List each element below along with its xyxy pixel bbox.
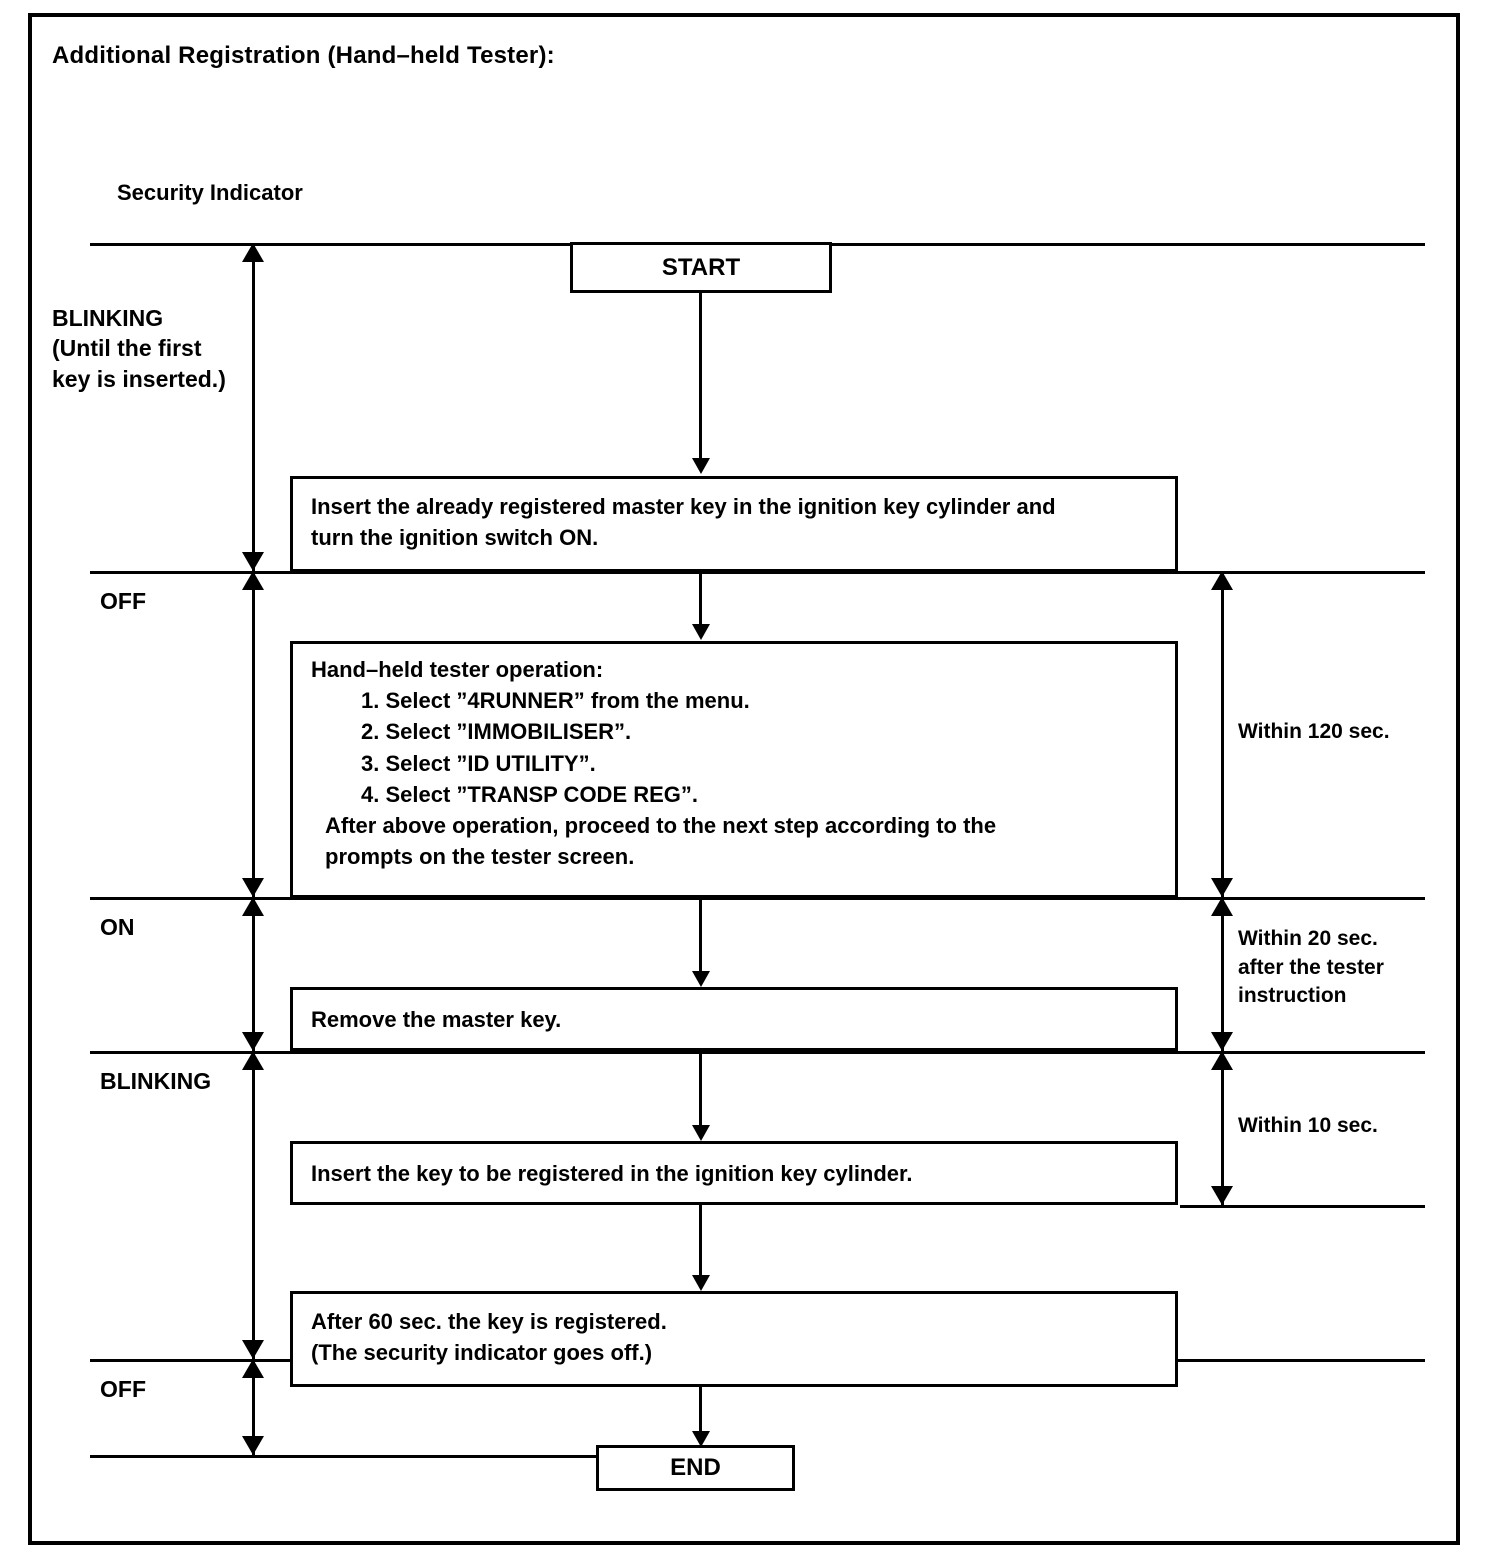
timing-axis-20sec bbox=[1221, 897, 1224, 1051]
timing-axis-10sec bbox=[1221, 1051, 1224, 1205]
state-line-on bbox=[90, 897, 1425, 900]
tester-step-4: 4. Select ”TRANSP CODE REG”. bbox=[361, 781, 699, 807]
connector-arrow-4 bbox=[692, 1125, 710, 1141]
timeline-arrow-down-1 bbox=[242, 552, 264, 571]
connector-arrow-6 bbox=[692, 1431, 710, 1447]
connector-remove-to-insert-new bbox=[699, 1051, 702, 1125]
timeline-arrow-up-4 bbox=[242, 1051, 264, 1070]
state-label-blinking-first-line2: (Until the first bbox=[52, 335, 202, 362]
step-insert-master-key[interactable]: Insert the already registered master key… bbox=[290, 476, 1178, 572]
timeline-segment-off1 bbox=[252, 571, 255, 897]
timeline-arrow-down-3 bbox=[242, 1032, 264, 1051]
step-insert-new-key[interactable]: Insert the key to be registered in the i… bbox=[290, 1141, 1178, 1205]
connector-insert-new-to-registered bbox=[699, 1205, 702, 1275]
timing-label-20sec-line2: after the tester bbox=[1238, 955, 1384, 979]
step-key-registered[interactable]: After 60 sec. the key is registered. (Th… bbox=[290, 1291, 1178, 1387]
page-border bbox=[28, 13, 1460, 1545]
start-node[interactable]: START bbox=[570, 242, 832, 293]
state-label-on: ON bbox=[100, 914, 135, 940]
tester-step-2: 2. Select ”IMMOBILISER”. bbox=[361, 719, 632, 745]
tester-tail-line1: After above operation, proceed to the ne… bbox=[325, 813, 997, 839]
timing-line-10sec-end bbox=[1180, 1205, 1425, 1208]
connector-start-to-insert-master bbox=[699, 292, 702, 458]
tester-heading: Hand–held tester operation: bbox=[311, 657, 604, 682]
connector-arrow-1 bbox=[692, 458, 710, 474]
timing-arrow-up-120 bbox=[1211, 571, 1233, 590]
timing-arrow-down-20 bbox=[1211, 1032, 1233, 1051]
step-insert-master-key-line2: turn the ignition switch ON. bbox=[311, 525, 599, 551]
connector-arrow-5 bbox=[692, 1275, 710, 1291]
tester-step-1: 1. Select ”4RUNNER” from the menu. bbox=[361, 688, 750, 714]
connector-registered-to-end bbox=[699, 1359, 702, 1431]
timeline-arrow-down-5 bbox=[242, 1436, 264, 1455]
timeline-arrow-up-2 bbox=[242, 571, 264, 590]
timeline-arrow-up-1 bbox=[242, 243, 264, 262]
timing-arrow-down-120 bbox=[1211, 878, 1233, 897]
state-line-off1 bbox=[90, 571, 1425, 574]
timing-label-10sec: Within 10 sec. bbox=[1238, 1114, 1378, 1137]
step-key-registered-line2: (The security indicator goes off.) bbox=[311, 1340, 653, 1366]
timing-arrow-up-10 bbox=[1211, 1051, 1233, 1070]
end-node[interactable]: END bbox=[596, 1445, 795, 1491]
state-label-blinking-2: BLINKING bbox=[100, 1068, 212, 1094]
connector-arrow-3 bbox=[692, 971, 710, 987]
timeline-segment-off2 bbox=[252, 1359, 255, 1455]
timing-arrow-up-20 bbox=[1211, 897, 1233, 916]
state-label-blinking-first-line1: BLINKING bbox=[52, 305, 164, 331]
tester-step-list: 1. Select ”4RUNNER” from the menu. 2. Se… bbox=[311, 685, 1159, 810]
timing-label-20sec-line1: Within 20 sec. bbox=[1238, 927, 1378, 950]
step-insert-new-key-text: Insert the key to be registered in the i… bbox=[311, 1161, 913, 1187]
timing-arrow-down-10 bbox=[1211, 1186, 1233, 1205]
step-key-registered-line1: After 60 sec. the key is registered. bbox=[311, 1309, 667, 1334]
step-remove-master-key-text: Remove the master key. bbox=[311, 1007, 562, 1033]
step-handheld-tester-operation[interactable]: Hand–held tester operation: 1. Select ”4… bbox=[290, 641, 1178, 898]
state-label-off-1: OFF bbox=[100, 588, 146, 614]
step-remove-master-key[interactable]: Remove the master key. bbox=[290, 987, 1178, 1051]
state-line-blinking2 bbox=[90, 1051, 1425, 1054]
page-title: Additional Registration (Hand–held Teste… bbox=[52, 42, 555, 69]
timeline-arrow-down-2 bbox=[242, 878, 264, 897]
connector-tester-to-remove bbox=[699, 897, 702, 971]
state-label-off-2: OFF bbox=[100, 1376, 146, 1402]
state-label-blinking-first: BLINKING (Until the first key is inserte… bbox=[52, 303, 262, 394]
timeline-segment-blinking1 bbox=[252, 243, 255, 571]
state-line-bottom bbox=[90, 1455, 600, 1458]
security-indicator-header: Security Indicator bbox=[117, 180, 303, 205]
timing-axis-120sec bbox=[1221, 571, 1224, 897]
tester-tail-line2: prompts on the tester screen. bbox=[325, 844, 635, 870]
connector-arrow-2 bbox=[692, 624, 710, 640]
timing-label-20sec: Within 20 sec. after the tester instruct… bbox=[1238, 925, 1448, 1011]
timeline-arrow-up-3 bbox=[242, 897, 264, 916]
timing-label-20sec-line3: instruction bbox=[1238, 984, 1347, 1008]
timing-label-120sec: Within 120 sec. bbox=[1238, 720, 1390, 743]
state-label-blinking-first-line3: key is inserted.) bbox=[52, 365, 226, 392]
timeline-arrow-down-4 bbox=[242, 1340, 264, 1359]
step-insert-master-key-line1: Insert the already registered master key… bbox=[311, 494, 1056, 519]
timeline-segment-on bbox=[252, 897, 255, 1051]
timeline-segment-blinking2 bbox=[252, 1051, 255, 1359]
connector-insert-master-to-tester bbox=[699, 571, 702, 624]
tester-step-3: 3. Select ”ID UTILITY”. bbox=[361, 750, 596, 776]
timeline-arrow-up-5 bbox=[242, 1359, 264, 1378]
